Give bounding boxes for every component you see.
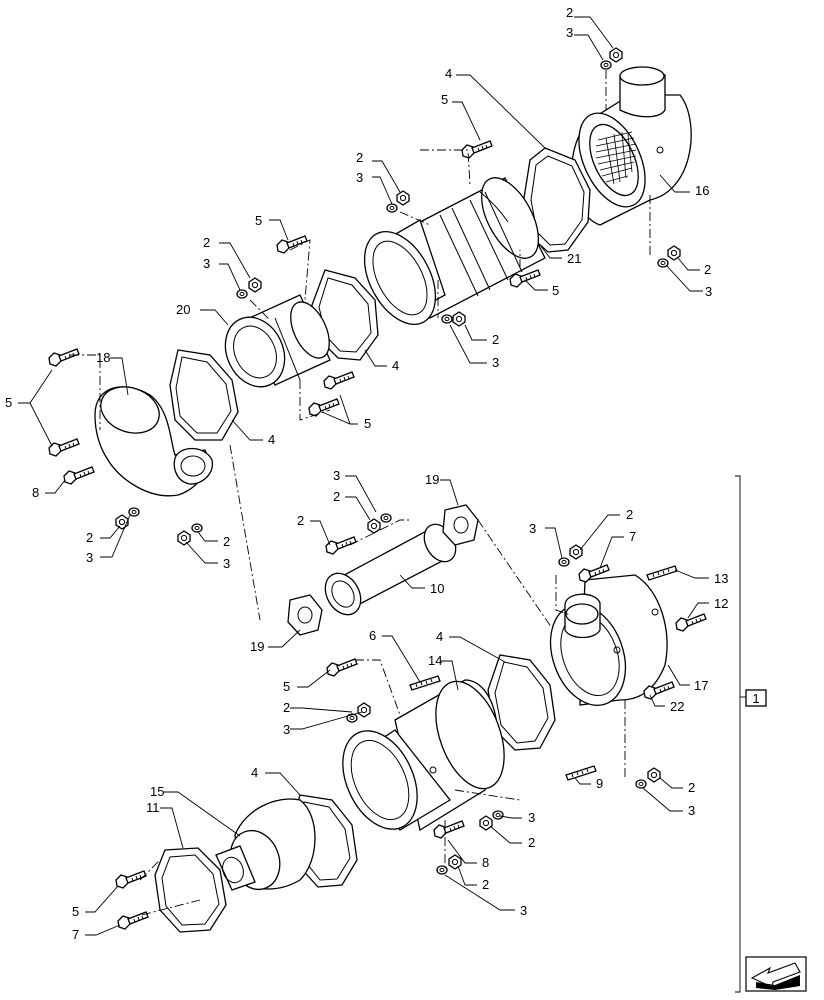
callout: 7 bbox=[72, 927, 79, 942]
callout: 10 bbox=[430, 581, 444, 596]
callout: 4 bbox=[392, 358, 399, 373]
callout: 7 bbox=[629, 529, 636, 544]
end-cap-gasket bbox=[154, 847, 227, 933]
callout: 2 bbox=[566, 5, 573, 20]
callout: 5 bbox=[364, 416, 371, 431]
outlet-housing bbox=[549, 574, 668, 706]
mid-pipe bbox=[224, 294, 331, 388]
callout: 2 bbox=[704, 262, 711, 277]
callout: 12 bbox=[714, 596, 728, 611]
callout: 3 bbox=[203, 256, 210, 271]
callout: 3 bbox=[492, 355, 499, 370]
callout: 4 bbox=[251, 765, 258, 780]
callout: 5 bbox=[255, 213, 262, 228]
callout: 20 bbox=[176, 302, 190, 317]
callout: 3 bbox=[688, 803, 695, 818]
callout: 4 bbox=[445, 66, 452, 81]
callout: 15 bbox=[150, 784, 164, 799]
callout: 18 bbox=[96, 350, 110, 365]
callout: 2 bbox=[333, 489, 340, 504]
inlet-housing bbox=[571, 66, 692, 226]
end-cap bbox=[215, 798, 316, 891]
callout: 5 bbox=[441, 92, 448, 107]
callout: 21 bbox=[567, 251, 581, 266]
callout: 5 bbox=[283, 679, 290, 694]
callout: 5 bbox=[72, 904, 79, 919]
group-label: 1 bbox=[752, 691, 759, 706]
callout: 2 bbox=[297, 513, 304, 528]
callout: 2 bbox=[626, 507, 633, 522]
elbow-pipe bbox=[94, 386, 213, 497]
callout: 3 bbox=[528, 810, 535, 825]
callout: 14 bbox=[428, 653, 442, 668]
callout: 5 bbox=[552, 283, 559, 298]
callout: 11 bbox=[146, 800, 160, 815]
callout: 19 bbox=[425, 472, 439, 487]
filter-canister bbox=[363, 177, 546, 325]
callout: 3 bbox=[705, 284, 712, 299]
flange-gasket-right bbox=[442, 504, 479, 546]
callout: 3 bbox=[529, 521, 536, 536]
callout: 2 bbox=[86, 530, 93, 545]
flange-gasket-left bbox=[287, 594, 323, 636]
muffler-body bbox=[342, 679, 505, 832]
callout: 8 bbox=[32, 485, 39, 500]
callout: 4 bbox=[436, 629, 443, 644]
callout: 3 bbox=[333, 468, 340, 483]
callout: 2 bbox=[528, 835, 535, 850]
callout: 2 bbox=[492, 332, 499, 347]
group-bracket: 1 bbox=[735, 475, 767, 993]
callout: 5 bbox=[5, 395, 12, 410]
callout: 3 bbox=[283, 722, 290, 737]
callout: 22 bbox=[670, 699, 684, 714]
leader-lines bbox=[18, 16, 709, 936]
callout: 2 bbox=[223, 534, 230, 549]
callout: 13 bbox=[714, 571, 728, 586]
gasket-left bbox=[169, 349, 239, 441]
callout: 3 bbox=[356, 170, 363, 185]
callout: 6 bbox=[369, 628, 376, 643]
callout: 17 bbox=[694, 678, 708, 693]
callout: 9 bbox=[596, 776, 603, 791]
callout: 3 bbox=[566, 25, 573, 40]
callout: 19 bbox=[250, 639, 264, 654]
gasket-upper-right bbox=[523, 147, 591, 253]
callout: 3 bbox=[223, 556, 230, 571]
callout: 2 bbox=[283, 700, 290, 715]
callout: 2 bbox=[203, 235, 210, 250]
callout: 3 bbox=[520, 903, 527, 918]
straight-pipe bbox=[324, 523, 457, 616]
callout: 3 bbox=[86, 550, 93, 565]
callout: 2 bbox=[482, 877, 489, 892]
callout: 16 bbox=[695, 183, 709, 198]
callout-labels: 2 3 4 5 2 3 16 21 5 2 3 5 2 3 20 4 2 3 1… bbox=[5, 5, 728, 942]
callout: 2 bbox=[688, 780, 695, 795]
next-page-arrow-icon[interactable] bbox=[745, 956, 807, 992]
callout: 8 bbox=[482, 855, 489, 870]
callout: 2 bbox=[356, 150, 363, 165]
callout: 4 bbox=[268, 432, 275, 447]
